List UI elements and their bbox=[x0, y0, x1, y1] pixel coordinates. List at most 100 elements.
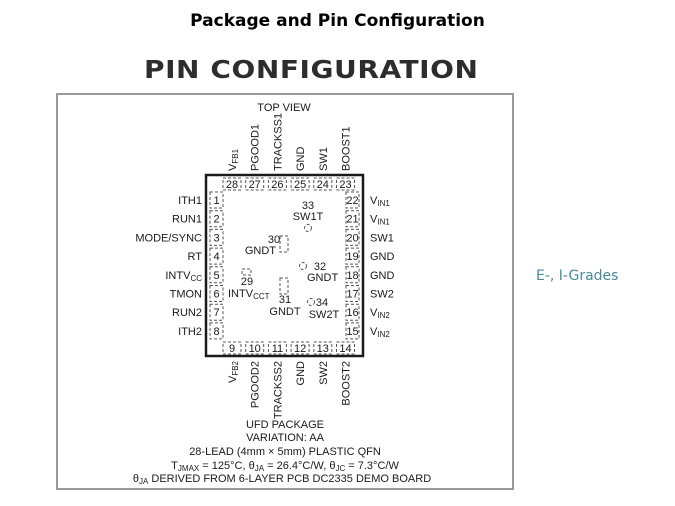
pin-number: 25 bbox=[294, 179, 306, 191]
pin-number: 4 bbox=[213, 251, 219, 263]
pin-number: 19 bbox=[346, 251, 358, 263]
pin-pad bbox=[345, 266, 360, 284]
pin-label: SW2 bbox=[370, 289, 394, 301]
pin-label: BOOST1 bbox=[341, 126, 353, 171]
pin-pad bbox=[209, 228, 224, 246]
pad-label: INTVCCT bbox=[228, 288, 270, 301]
pad-outline bbox=[241, 268, 252, 276]
pad-label: GNDT bbox=[307, 272, 338, 284]
pin-label: ITH2 bbox=[178, 326, 202, 338]
pin-number: 1 bbox=[213, 195, 219, 207]
pin-number: 5 bbox=[213, 270, 219, 282]
caption-line-3: 28-LEAD (4mm × 5mm) PLASTIC QFN bbox=[189, 446, 381, 458]
pin-pad bbox=[209, 210, 224, 228]
pin-label: RT bbox=[188, 251, 203, 263]
pin-28: 28 VFB1 bbox=[222, 148, 242, 191]
pin-25: 25 GND bbox=[290, 147, 310, 191]
pin-label: TRACKSS1 bbox=[272, 113, 284, 171]
pin-number: 17 bbox=[346, 289, 358, 301]
pad-outline bbox=[279, 277, 289, 295]
top-view-label: TOP VIEW bbox=[257, 102, 311, 114]
pin-7: 7 RUN2 bbox=[172, 303, 224, 321]
pad-number: 31 bbox=[279, 294, 291, 306]
pad-label: GNDT bbox=[269, 306, 300, 318]
pad-outline bbox=[299, 262, 307, 270]
pin-label: GND bbox=[370, 270, 395, 282]
pin-label: PGOOD1 bbox=[250, 124, 262, 171]
pin-number: 18 bbox=[346, 270, 358, 282]
pin-number: 27 bbox=[249, 179, 261, 191]
pin-number: 22 bbox=[346, 195, 358, 207]
pin-23: 23 BOOST1 bbox=[336, 126, 355, 191]
pin-label: MODE/SYNC bbox=[135, 232, 202, 244]
pin-number: 13 bbox=[317, 343, 329, 355]
pin-number: 23 bbox=[339, 179, 351, 191]
pin-17: 17 SW2 bbox=[345, 285, 394, 302]
pin-label: VFB1 bbox=[227, 148, 240, 171]
pin-4: 4 RT bbox=[188, 247, 224, 265]
pin-number: 16 bbox=[346, 307, 358, 319]
pin-label: RUN1 bbox=[172, 214, 202, 226]
pin-label: GND bbox=[295, 147, 307, 172]
pin-label: VIN1 bbox=[370, 214, 390, 227]
pin-pad bbox=[345, 303, 360, 321]
pad-outline bbox=[307, 298, 315, 306]
pin-number: 11 bbox=[272, 343, 283, 355]
pin-number: 28 bbox=[226, 179, 238, 191]
pin-label: BOOST2 bbox=[341, 361, 353, 406]
pin-26: 26 TRACKSS1 bbox=[267, 113, 287, 191]
pin-pad bbox=[209, 247, 224, 265]
pad-label: SW1T bbox=[293, 211, 324, 223]
pad-outline bbox=[304, 224, 312, 232]
pin-number: 24 bbox=[317, 179, 329, 191]
pin-number: 7 bbox=[213, 307, 219, 319]
pin-pad bbox=[209, 303, 224, 321]
pin-5: 5 INTVCC bbox=[165, 266, 224, 284]
pin-pad bbox=[345, 247, 360, 265]
caption-line-5: θJA DERIVED FROM 6-LAYER PCB DC2335 DEMO… bbox=[133, 473, 431, 486]
pad-number: 33 bbox=[302, 200, 314, 212]
pin-label: VFB2 bbox=[227, 360, 240, 383]
pin-label: INTVCC bbox=[165, 270, 202, 283]
grade-label: E-, I-Grades bbox=[536, 268, 619, 284]
pin-number: 26 bbox=[271, 179, 283, 191]
pin-label: RUN2 bbox=[172, 307, 202, 319]
pin-label: TMON bbox=[170, 289, 202, 301]
pad-outline bbox=[279, 235, 289, 253]
pad-number: 30 bbox=[268, 234, 280, 246]
pin-number: 12 bbox=[294, 343, 306, 355]
pad-number: 34 bbox=[316, 297, 328, 309]
pad-label: SW2T bbox=[309, 309, 340, 321]
pin-pad bbox=[345, 285, 360, 302]
pin-number: 10 bbox=[249, 343, 261, 355]
pin-pad bbox=[345, 322, 360, 340]
pin-label: PGOOD2 bbox=[250, 361, 262, 408]
pin-number: 15 bbox=[346, 326, 358, 338]
pad-label: GNDT bbox=[245, 245, 276, 257]
caption-line-1: UFD PACKAGE bbox=[246, 419, 324, 431]
